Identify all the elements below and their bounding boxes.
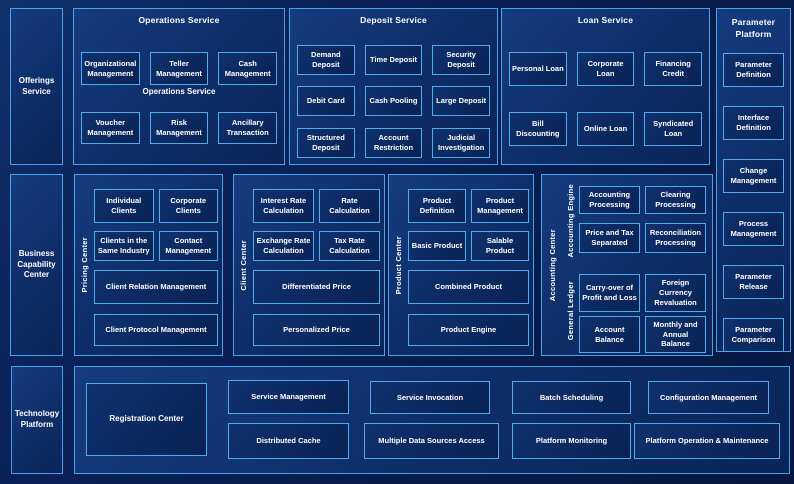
panel-technology-platform: Registration Center Service Management S… — [74, 366, 790, 474]
box-registration-center: Registration Center — [86, 383, 207, 456]
box-personalized-price: Personalized Price — [253, 314, 380, 346]
parameter-title: Parameter Platform — [731, 17, 776, 39]
rail-business-capability-center: Business Capability Center — [10, 174, 63, 356]
box-organizational-management: Organizational Management — [81, 52, 140, 85]
accounting-engine-label: Accounting Engine — [566, 184, 575, 258]
operations-title: Operations Service — [138, 15, 220, 25]
rail-offerings-label: Offerings Service — [18, 75, 55, 96]
box-individual-clients: Individual Clients — [94, 189, 154, 223]
box-security-deposit: Security Deposit — [432, 45, 491, 75]
box-clients-in-the-same-industry: Clients in the Same Industry — [94, 231, 154, 261]
box-interface-definition: Interface Definition — [723, 105, 784, 140]
box-large-deposit: Large Deposit — [432, 86, 491, 116]
loan-title: Loan Service — [577, 15, 634, 25]
box-monthly-and-annual-balance: Monthly and Annual Balance — [645, 316, 706, 353]
panel-product-center: Product Center Product Definition Produc… — [388, 174, 534, 356]
box-clearing-processing: Clearing Processing — [645, 186, 706, 214]
box-teller-management: Teller Management — [149, 52, 209, 85]
box-account-balance: Account Balance — [579, 316, 640, 353]
box-judicial-investigation: Judicial Investigation — [432, 128, 491, 158]
box-bill-discounting: Bill Discounting — [509, 112, 567, 146]
box-debit-card: Debit Card — [297, 86, 355, 116]
panel-client-center: Client Center Interest Rate Calculation … — [233, 174, 385, 356]
box-price-and-tax-separated: Price and Tax Separated — [579, 223, 640, 253]
box-configuration-management: Configuration Management — [648, 381, 769, 414]
box-change-management: Change Management — [723, 158, 784, 193]
box-voucher-management: Voucher Management — [81, 112, 140, 144]
box-service-invocation: Service Invocation — [370, 381, 490, 414]
box-combined-product: Combined Product — [408, 270, 529, 304]
rail-technology-label: Technology Platform — [14, 409, 60, 429]
accounting-center-label: Accounting Center — [547, 228, 557, 302]
panel-parameter-platform: Parameter Platform Parameter Definition … — [716, 8, 791, 352]
box-batch-scheduling: Batch Scheduling — [512, 381, 631, 414]
box-client-protocol-management: Client Protocol Management — [94, 314, 218, 346]
box-parameter-release: Parameter Release — [723, 264, 784, 299]
box-differentiated-price: Differentiated Price — [253, 270, 380, 304]
box-salable-product: Salable Product — [471, 231, 529, 261]
box-platform-operation-maintenance: Platform Operation & Maintenance — [634, 423, 780, 459]
box-basic-product: Basic Product — [408, 231, 466, 261]
product-center-label: Product Center — [394, 235, 403, 295]
box-syndicated-loan: Syndicated Loan — [644, 112, 703, 146]
box-parameter-definition: Parameter Definition — [723, 52, 784, 87]
box-time-deposit: Time Deposit — [364, 45, 423, 75]
box-risk-management: Risk Management — [149, 112, 209, 144]
box-contact-management: Contact Management — [158, 231, 218, 261]
box-structured-deposit: Structured Deposit — [297, 128, 355, 158]
panel-loan-service: Loan Service Personal Loan Corporate Loa… — [501, 8, 710, 165]
box-parameter-comparison: Parameter Comparison — [723, 317, 784, 352]
box-carry-over-of-profit-and-loss: Carry-over of Profit and Loss — [579, 274, 640, 312]
box-corporate-clients: Corporate Clients — [158, 189, 218, 223]
box-online-loan: Online Loan — [576, 112, 635, 146]
rail-business-label: Business Capability Center — [17, 248, 56, 280]
panel-accounting-center: Accounting Center Accounting Engine Gene… — [541, 174, 713, 356]
box-reconciliation-processing: Reconciliation Processing — [645, 223, 706, 253]
box-cash-pooling: Cash Pooling — [364, 86, 423, 116]
panel-pricing-center: Pricing Center Individual Clients Corpor… — [74, 174, 223, 356]
box-platform-monitoring: Platform Monitoring — [512, 423, 631, 459]
box-accounting-processing: Accounting Processing — [579, 186, 640, 214]
client-center-label: Client Center — [239, 239, 248, 291]
box-process-management: Process Management — [723, 211, 784, 246]
box-demand-deposit: Demand Deposit — [297, 45, 355, 75]
box-product-management: Product Management — [471, 189, 529, 223]
operations-subtitle: Operations Service — [142, 87, 216, 96]
panel-deposit-service: Deposit Service Demand Deposit Time Depo… — [289, 8, 498, 165]
box-product-definition: Product Definition — [408, 189, 466, 223]
panel-operations-service: Operations Service Organizational Manage… — [73, 8, 285, 165]
box-corporate-loan: Corporate Loan — [576, 52, 635, 86]
deposit-title: Deposit Service — [360, 15, 427, 25]
box-multiple-data-sources-access: Multiple Data Sources Access — [364, 423, 499, 459]
box-cash-management: Cash Management — [218, 52, 278, 85]
pricing-center-label: Pricing Center — [80, 237, 89, 293]
box-rate-calculation: Rate Calculation — [319, 189, 380, 223]
general-ledger-label: General Ledger — [566, 281, 575, 341]
box-distributed-cache: Distributed Cache — [228, 423, 349, 459]
box-ancillary-transaction: Ancillary Transaction — [218, 112, 278, 144]
box-product-engine: Product Engine — [408, 314, 529, 346]
box-tax-rate-calculation: Tax Rate Calculation — [319, 231, 380, 261]
box-personal-loan: Personal Loan — [509, 52, 567, 86]
rail-offerings-service: Offerings Service — [10, 8, 63, 165]
box-client-relation-management: Client Relation Management — [94, 270, 218, 304]
box-foreign-currency-revaluation: Foreign Currency Revaluation — [645, 274, 706, 312]
rail-technology-platform: Technology Platform — [11, 366, 63, 474]
box-financing-credit: Financing Credit — [644, 52, 703, 86]
box-service-management: Service Management — [228, 380, 349, 414]
box-exchange-rate-calculation: Exchange Rate Calculation — [253, 231, 314, 261]
box-interest-rate-calculation: Interest Rate Calculation — [253, 189, 314, 223]
box-account-restriction: Account Restriction — [364, 128, 423, 158]
